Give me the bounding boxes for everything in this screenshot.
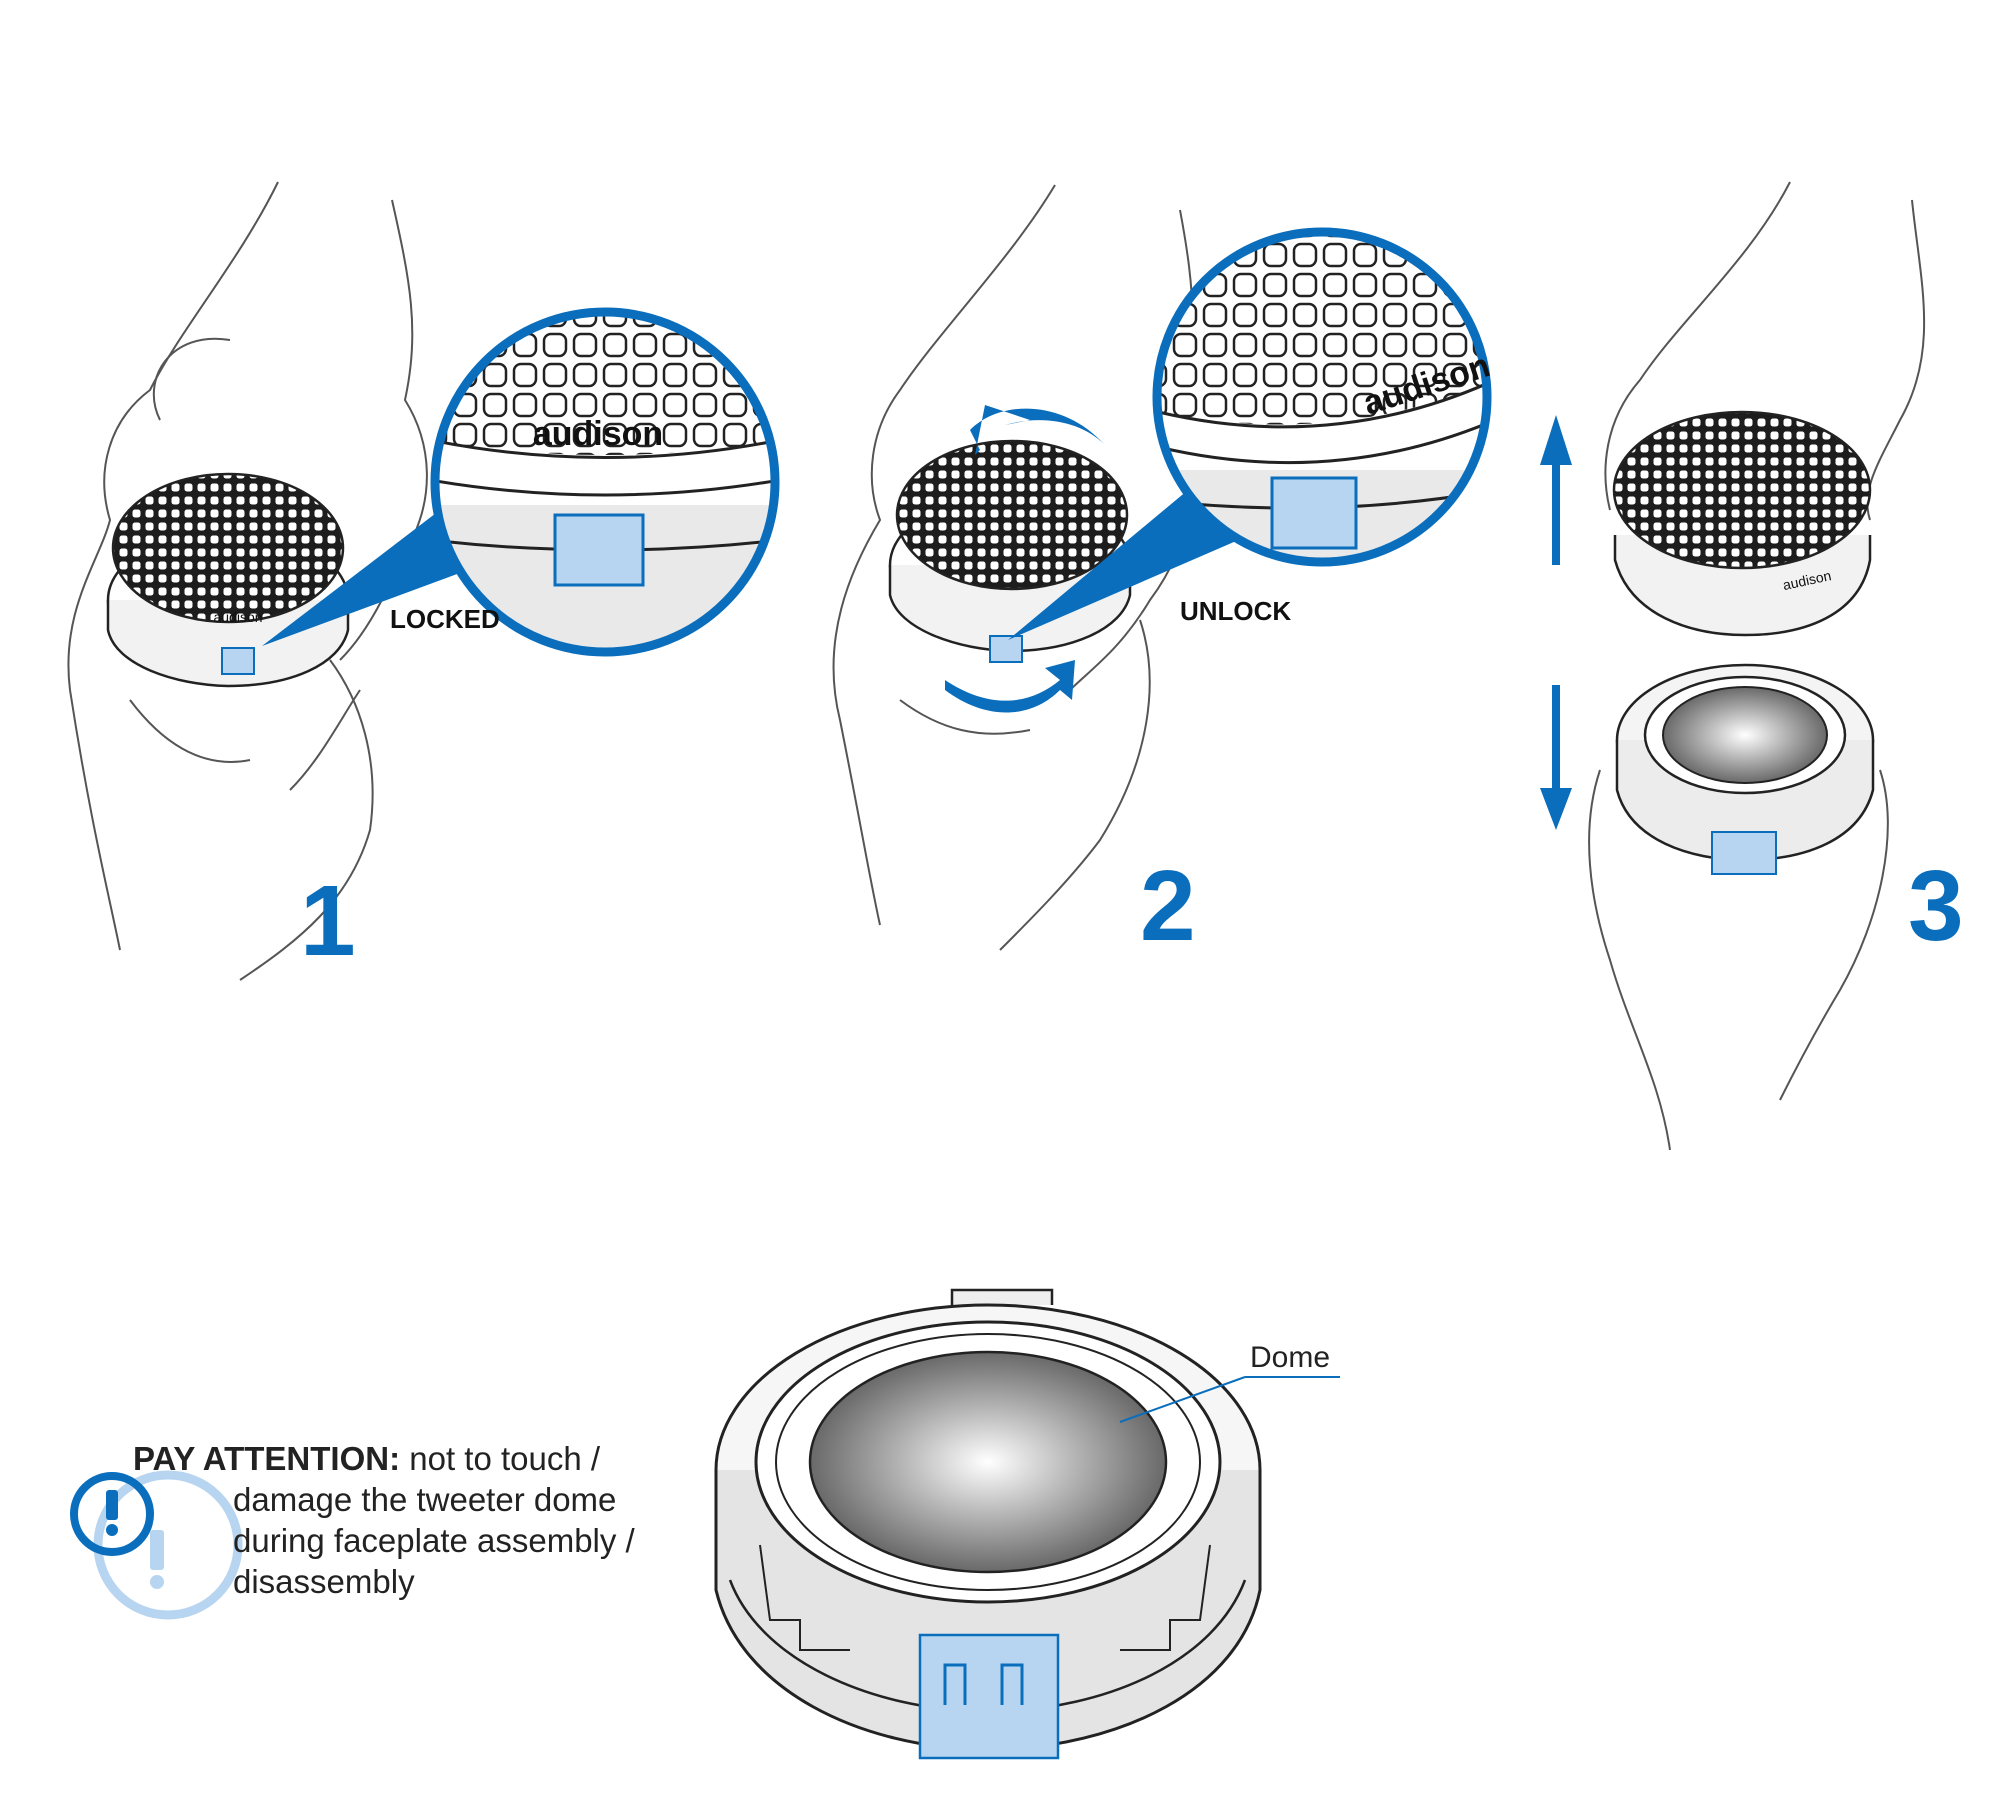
zoom-callout-step2: audison (1008, 227, 1494, 640)
dome-label: Dome (1250, 1341, 1330, 1374)
unlock-label: UNLOCK (1180, 596, 1291, 626)
tweeter-dome (808, 1350, 1168, 1574)
lock-tab (1711, 831, 1777, 875)
hand-outline (67, 181, 428, 981)
warning-title: PAY ATTENTION: (133, 1440, 401, 1477)
step-number-1: 1 (300, 865, 356, 977)
rotate-arrow-top (970, 405, 1105, 455)
tweeter-body-step3 (1615, 663, 1875, 875)
warning-line-3: during faceplate assembly / (233, 1522, 635, 1559)
step-2-illustration: audison UNLOCK 2 (832, 184, 1494, 962)
locked-label: LOCKED (390, 604, 500, 634)
faceplate-removed: audison (1612, 410, 1872, 637)
arrow-up (1540, 415, 1572, 565)
step-number-2: 2 (1140, 850, 1196, 962)
rotate-arrow-bottom (945, 660, 1075, 713)
lock-tab (221, 647, 255, 675)
zoom-callout-step1: audison (262, 307, 780, 657)
warning-line-2: damage the tweeter dome (233, 1481, 617, 1518)
dome-callout-line (1119, 1376, 1246, 1423)
zoom-brand-label: audison (533, 415, 663, 453)
tweeter-closed-step2 (888, 439, 1132, 663)
lock-tab (989, 635, 1023, 663)
step-1-illustration: audison audison LOCKED 1 (67, 181, 780, 981)
lock-tab (918, 1633, 1060, 1760)
tweeter-closed-step1: audison (106, 472, 350, 688)
warning-exclamation-icon (70, 1470, 243, 1620)
brand-label: audison (213, 609, 262, 625)
arrow-down (1540, 685, 1572, 830)
warning-note: PAY ATTENTION: not to touch / damage the… (133, 1438, 693, 1602)
step-number-3: 3 (1908, 850, 1964, 962)
tweeter-detail: Dome (714, 1288, 1340, 1760)
warning-line-4: disassembly (233, 1563, 415, 1600)
warning-line-1: not to touch / (409, 1440, 601, 1477)
step-3-illustration: audison 3 (1540, 181, 1964, 1151)
